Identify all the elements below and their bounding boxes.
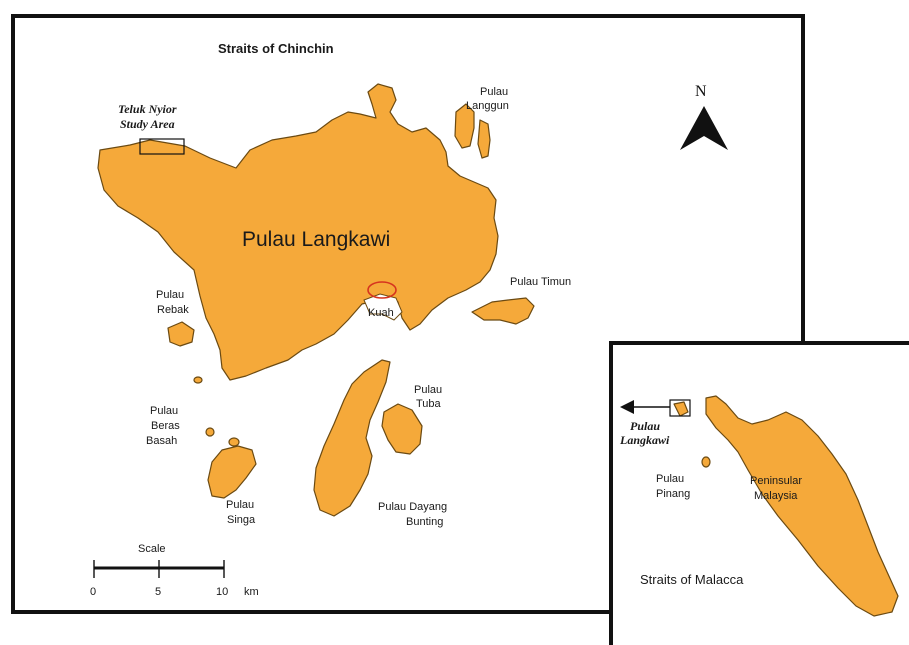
tuba-label-1: Pulau <box>414 384 442 396</box>
beras-basah-label-1: Pulau <box>150 405 178 417</box>
beras-basah-label-2: Beras <box>151 420 180 432</box>
inset-sea-label-malacca: Straits of Malacca <box>640 572 744 587</box>
inset-pinang-label-1: Pulau <box>656 473 684 485</box>
pulau-tuba-island <box>381 403 423 455</box>
scale-label-10: 10 <box>216 586 228 598</box>
inset-pinang-label-2: Pinang <box>656 488 690 500</box>
inset-langkawi-label-2: Langkawi <box>619 433 670 447</box>
singa-islet <box>228 437 240 447</box>
inset-peninsula-label-2: Malaysia <box>754 490 798 502</box>
kuah-marker <box>367 281 397 299</box>
pulau-singa-island <box>207 445 257 499</box>
north-arrow-icon <box>680 106 728 150</box>
scale-unit: km <box>244 586 259 598</box>
timun-label: Pulau Timun <box>510 276 571 288</box>
inset-peninsula-label-1: Peninsular <box>750 475 802 487</box>
dayang-bunting-label-2: Bunting <box>406 516 443 528</box>
pulau-langgun-island <box>454 103 475 149</box>
inset-pointer-arrow-icon <box>620 400 634 414</box>
pulau-dayang-bunting-island <box>313 359 391 517</box>
pulau-beras-basah-islet <box>205 427 215 437</box>
tuba-label-2: Tuba <box>416 398 442 410</box>
north-label: N <box>695 83 707 100</box>
singa-label-2: Singa <box>227 514 256 526</box>
study-area-box <box>139 138 185 155</box>
pulau-rebak-island <box>167 321 195 347</box>
dayang-bunting-label-1: Pulau Dayang <box>378 501 447 513</box>
inset-langkawi-box <box>669 399 691 417</box>
rebak-label-1: Pulau <box>156 289 184 301</box>
kuah-bay <box>363 293 403 321</box>
langgun-label-1: Pulau <box>480 86 508 98</box>
pulau-timun-island <box>471 297 535 325</box>
study-area-label-2: Study Area <box>120 117 175 131</box>
scale-label-5: 5 <box>155 586 161 598</box>
sea-label-chinchin: Straits of Chinchin <box>218 41 334 56</box>
singa-label-1: Pulau <box>226 499 254 511</box>
kuah-label: Kuah <box>368 307 394 319</box>
beras-basah-label-3: Basah <box>146 435 177 447</box>
study-area-label-1: Teluk Nyior <box>118 102 177 116</box>
inset-pinang-island <box>701 456 711 468</box>
rebak-label-2: Rebak <box>157 304 189 316</box>
scale-title: Scale <box>138 543 166 555</box>
inset-langkawi-island <box>673 401 689 417</box>
main-island-label: Pulau Langkawi <box>242 228 390 251</box>
langgun-label-2: Langgun <box>466 100 509 112</box>
inset-langkawi-label-1: Pulau <box>630 419 660 433</box>
scale-label-0: 0 <box>90 586 96 598</box>
peninsular-malaysia-landmass <box>705 395 899 617</box>
pulau-langkawi-island <box>97 83 499 381</box>
pulau-langgun-islet <box>477 119 491 159</box>
small-islet <box>193 376 203 384</box>
